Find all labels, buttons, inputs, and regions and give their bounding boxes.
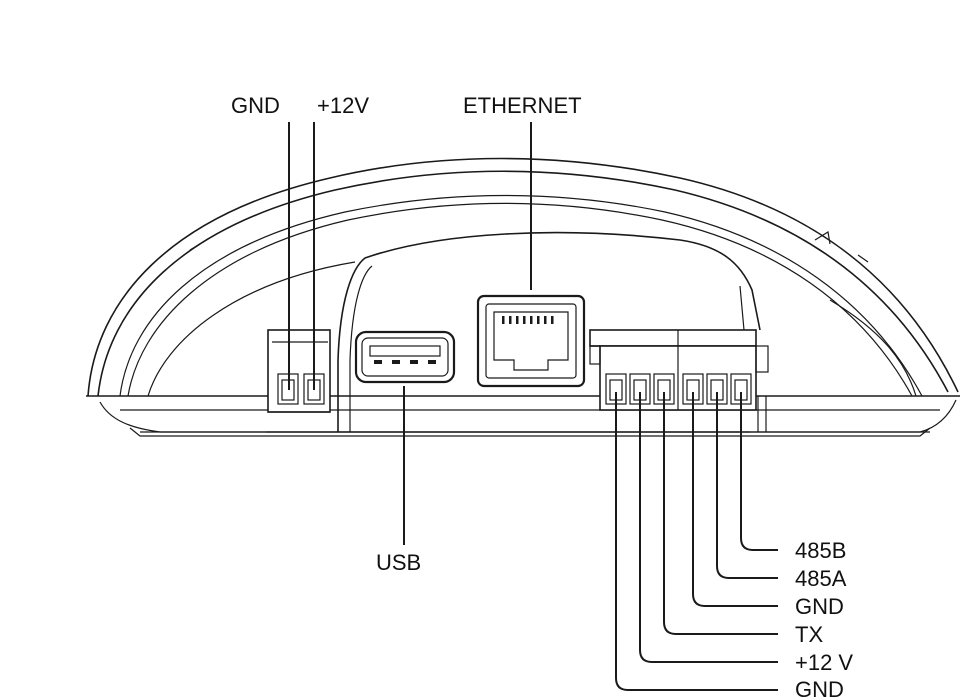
- leader-bus-gnd2: [615, 392, 778, 691]
- bus-terminal-block: [589, 329, 769, 432]
- label-bus-12v: +12 V: [795, 650, 853, 675]
- label-usb: USB: [376, 550, 421, 575]
- leader-bus-12v: [639, 392, 778, 663]
- label-485b: 485B: [795, 538, 846, 563]
- usb-port: [354, 330, 456, 384]
- device-housing: [86, 157, 960, 437]
- label-485a: 485A: [795, 566, 847, 591]
- label-tx: TX: [795, 622, 823, 647]
- ethernet-pins: [502, 316, 554, 324]
- leader-lines: [288, 122, 778, 691]
- labels: GND +12V ETHERNET USB 485B 485A GND TX +…: [231, 93, 853, 700]
- label-power-gnd: GND: [231, 93, 280, 118]
- label-power-12v: +12V: [317, 93, 369, 118]
- power-terminal-block: [267, 329, 331, 413]
- label-bus-gnd2: GND: [795, 677, 844, 700]
- leader-bus-gnd: [692, 392, 778, 607]
- label-ethernet: ETHERNET: [463, 93, 582, 118]
- ethernet-port: [476, 294, 586, 388]
- label-bus-gnd: GND: [795, 594, 844, 619]
- leader-tx: [663, 392, 778, 635]
- leader-485a: [716, 392, 778, 579]
- leader-485b: [740, 392, 778, 551]
